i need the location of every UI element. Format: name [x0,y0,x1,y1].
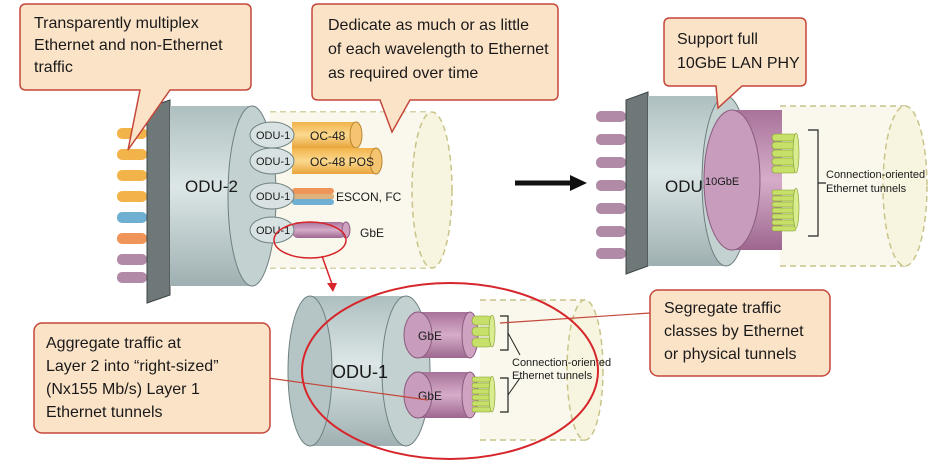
left-pipe-end [411,111,453,269]
right-odu2-assembly: ODU-2 10GbE Connection-oriented Ethernet… [596,91,928,275]
zoom-tunnel-bundle-top [471,314,496,348]
right-tunnels-label-line-2: Ethernet tunnels [826,183,907,195]
right-10gbe-cylinder [703,109,761,251]
left-peg-6 [117,233,147,244]
callout-dedicate-line-3: as required over time [328,65,478,82]
zoom-ring [301,282,599,460]
callout-support: Support full 10GbE LAN PHY [663,17,807,110]
right-tunnels-bracket [808,129,826,237]
right-tunnels-label-line-1: Connection-oriented [826,169,925,181]
callout-multiplex: Transparently multiplex Ethernet and non… [19,3,252,151]
left-peg-2 [117,149,147,160]
left-row-3-client: ESCON, FC [336,190,402,204]
callout-aggregate-line-4: Ethernet tunnels [46,404,163,421]
zoom-connector [321,255,337,292]
left-odu2-assembly: ODU-2 ODU-1 OC-48 ODU-1 OC-48 POS ODU-1 … [117,99,453,304]
callout-aggregate: Aggregate traffic at Layer 2 into “right… [33,322,271,434]
zoom-tunnels-label-line-2: Ethernet tunnels [512,370,593,382]
zoom-tunnels-label-line-1: Connection-oriented [512,357,611,369]
callout-aggregate-line-3: (Nx155 Mb/s) Layer 1 [46,381,200,398]
callout-multiplex-line-1: Transparently multiplex [34,15,199,32]
right-plate [625,91,649,275]
left-row-2-odu: ODU-1 [256,156,290,168]
zoom-gbe-bottom [403,371,433,419]
callout-aggregate-line-1: Aggregate traffic at [46,335,181,352]
callout-support-line-1: Support full [677,31,758,48]
callout-segregate-line-3: or physical tunnels [664,346,797,363]
zoom-odu1-label: ODU-1 [332,362,388,382]
left-peg-7 [117,254,147,265]
left-plate [146,99,171,304]
left-row-3-odu: ODU-1 [256,191,290,203]
left-peg-4 [117,191,147,202]
left-row-1-odu: ODU-1 [256,130,290,142]
right-tunnel-bundle-bottom [771,187,800,232]
callout-support-line-2: 10GbE LAN PHY [677,55,800,72]
callout-segregate-line-2: classes by Ethernet [664,323,804,340]
left-peg-3 [117,170,147,181]
right-tunnel-bundle-top [771,132,800,174]
callout-segregate: Segregate traffic classes by Ethernet or… [649,289,831,377]
callout-dedicate-line-2: of each wavelength to Ethernet [328,41,549,58]
zoom-gbe-bottom-label: GbE [418,389,442,403]
callout-dedicate: Dedicate as much or as little of each wa… [311,3,559,134]
zoom-gbe-top-label: GbE [418,329,442,343]
callout-aggregate-line-2: Layer 2 into “right-sized” [46,358,219,375]
callout-segregate-line-1: Segregate traffic [664,300,781,317]
left-row-4-odu-shape [249,216,295,244]
callout-multiplex-line-2: Ethernet and non-Ethernet [34,37,223,54]
left-row-2-client: OC-48 POS [310,155,374,169]
gbe-selection-circle [273,221,347,259]
zoom-odu1-assembly: ODU-1 GbE GbE Connectio [267,282,651,460]
callout-multiplex-line-3: traffic [34,59,73,76]
transition-arrow [515,175,587,191]
left-row-1-client: OC-48 [310,129,346,143]
zoom-tunnel-bundle-bottom [471,375,496,413]
right-10gbe-label: 10GbE [705,176,739,188]
right-pipe-end [882,105,928,267]
left-row-4-client: GbE [360,226,384,240]
left-peg-8 [117,272,147,283]
callout-dedicate-line-1: Dedicate as much or as little [328,17,529,34]
left-odu2-label: ODU-2 [185,177,238,196]
left-peg-5 [117,212,147,223]
zoom-gbe-top [403,311,433,359]
